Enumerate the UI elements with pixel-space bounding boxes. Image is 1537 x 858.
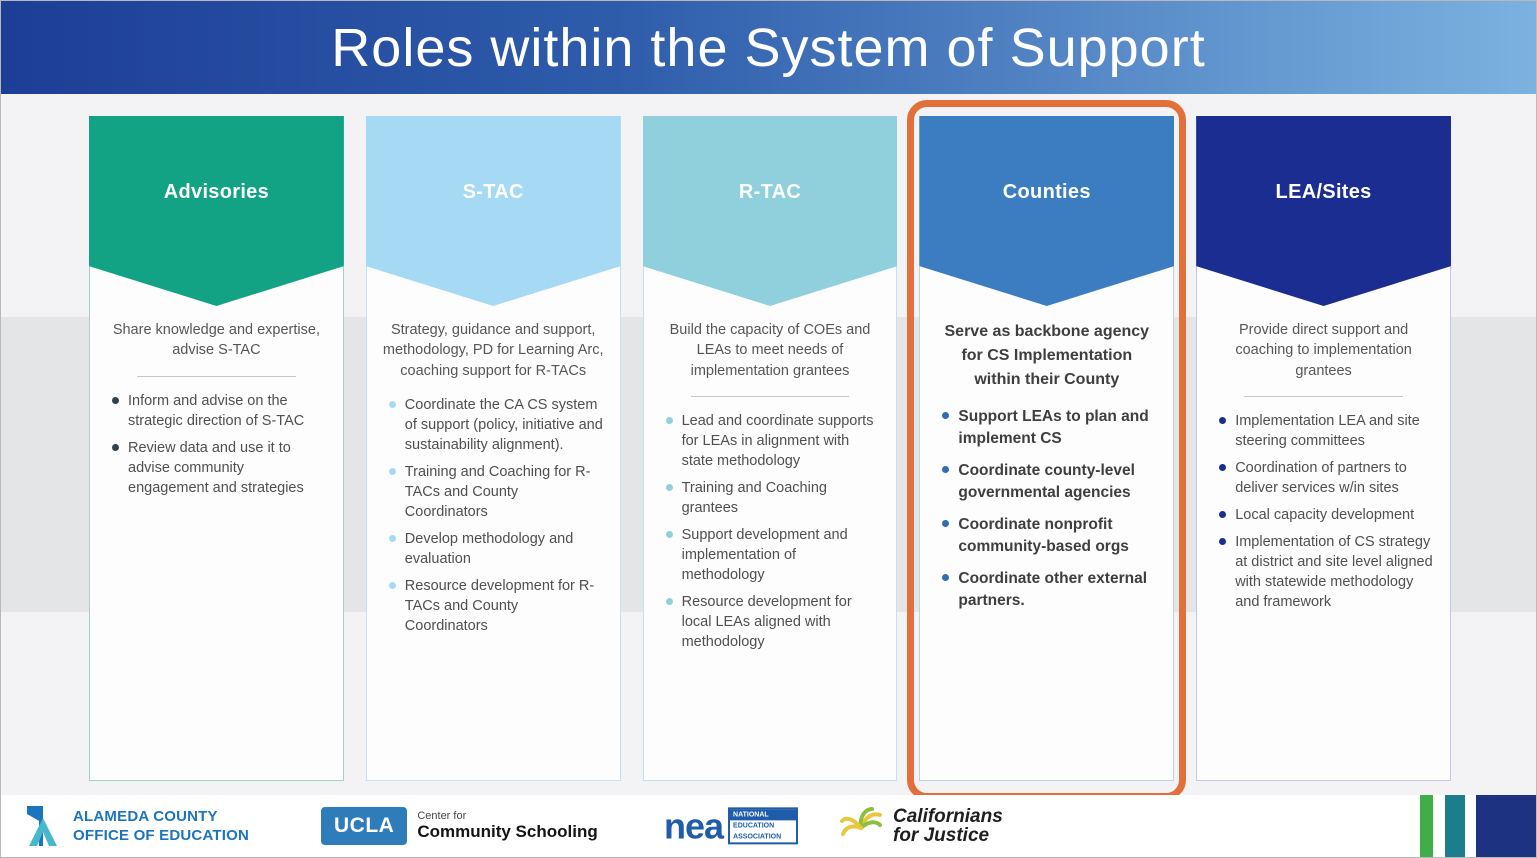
columns-container: Advisories Share knowledge and expertise… bbox=[89, 100, 1451, 800]
nea-box-line2: EDUCATION bbox=[733, 822, 775, 830]
column-title: R-TAC bbox=[738, 180, 802, 203]
column-description: Strategy, guidance and support, methodol… bbox=[382, 322, 604, 379]
bullet-item: Support LEAs to plan and implement CS bbox=[942, 406, 1157, 451]
ucla-center-for: Center for bbox=[417, 810, 467, 822]
cfj-line1: Californians bbox=[893, 806, 1003, 827]
bullet-item: Resource development for R-TACs and Coun… bbox=[388, 576, 604, 636]
column-title: LEA/Sites bbox=[1275, 180, 1372, 203]
alameda-line2: OFFICE OF EDUCATION bbox=[73, 827, 250, 844]
column-header-banner: LEA/Sites bbox=[1196, 116, 1451, 306]
footer: ALAMEDA COUNTY OFFICE OF EDUCATION UCLA … bbox=[1, 795, 1536, 857]
divider bbox=[1244, 395, 1404, 397]
column-s-tac: S-TAC Strategy, guidance and support, me… bbox=[365, 116, 621, 781]
bullet-item: Inform and advise on the strategic direc… bbox=[112, 391, 327, 431]
bullet-item: Training and Coaching for R-TACs and Cou… bbox=[388, 462, 604, 522]
green-bar bbox=[1420, 795, 1433, 857]
column-advisories: Advisories Share knowledge and expertise… bbox=[89, 116, 344, 781]
column-header-banner: Counties bbox=[919, 116, 1175, 306]
slide-title: Roles within the System of Support bbox=[331, 17, 1206, 78]
column-header-banner: S-TAC bbox=[365, 116, 621, 306]
ucla-community-schooling: Community Schooling bbox=[417, 822, 598, 841]
teal-bar bbox=[1445, 795, 1465, 857]
column-body: Build the capacity of COEs and LEAs to m… bbox=[644, 306, 897, 675]
cfj-logo-icon bbox=[840, 807, 882, 836]
bullet-list: Coordinate the CA CS system of support (… bbox=[383, 395, 604, 636]
column-description: Provide direct support and coaching to i… bbox=[1235, 322, 1412, 379]
alameda-logo-icon bbox=[27, 806, 57, 846]
bullet-item: Resource development for local LEAs alig… bbox=[665, 592, 881, 652]
cfj-logo-group: Californians for Justice bbox=[839, 806, 1003, 846]
nea-wordmark: nea bbox=[664, 805, 724, 846]
bullet-list: Support LEAs to plan and implement CS Coo… bbox=[936, 406, 1157, 613]
bullet-item: Coordination of partners to deliver serv… bbox=[1219, 458, 1434, 498]
column-description: Build the capacity of COEs and LEAs to m… bbox=[669, 322, 871, 379]
bullet-item: Local capacity development bbox=[1219, 505, 1434, 525]
column-header-banner: Advisories bbox=[89, 116, 344, 306]
alameda-logo-group: ALAMEDA COUNTY OFFICE OF EDUCATION bbox=[23, 802, 249, 850]
bullet-item: Support development and implementation o… bbox=[665, 525, 881, 585]
nea-box: NATIONAL EDUCATION ASSOCIATION bbox=[728, 807, 799, 845]
column-header-banner: R-TAC bbox=[642, 116, 898, 306]
column-r-tac: R-TAC Build the capacity of COEs and LEA… bbox=[642, 116, 898, 781]
bullet-list: Lead and coordinate supports for LEAs in… bbox=[660, 411, 881, 652]
column-title: S-TAC bbox=[462, 180, 524, 203]
column-description: Share knowledge and expertise, advise S-… bbox=[112, 322, 320, 359]
nea-logo-group: nea NATIONAL EDUCATION ASSOCIATION bbox=[664, 805, 799, 846]
column-body: Serve as backbone agency for CS Implemen… bbox=[920, 306, 1173, 638]
bullet-item: Lead and coordinate supports for LEAs in… bbox=[665, 411, 881, 471]
column-description: Serve as backbone agency for CS Implemen… bbox=[944, 323, 1150, 388]
divider bbox=[136, 375, 296, 377]
cfj-line2: for Justice bbox=[893, 825, 990, 846]
ucla-logo: UCLA bbox=[321, 807, 408, 845]
column-body: Strategy, guidance and support, methodol… bbox=[367, 306, 620, 659]
title-banner: Roles within the System of Support bbox=[1, 1, 1536, 94]
nea-box-line3: ASSOCIATION bbox=[733, 833, 782, 841]
bullet-item: Coordinate other external partners. bbox=[942, 568, 1157, 613]
nea-box-line1: NATIONAL bbox=[730, 809, 797, 821]
bullet-item: Review data and use it to advise communi… bbox=[112, 438, 327, 498]
bullet-item: Training and Coaching grantees bbox=[665, 478, 881, 518]
column-title: Advisories bbox=[163, 180, 270, 203]
bullet-item: Coordinate nonprofit community-based org… bbox=[942, 514, 1157, 559]
column-body: Share knowledge and expertise, advise S-… bbox=[90, 306, 343, 521]
column-lea-sites: LEA/Sites Provide direct support and coa… bbox=[1196, 116, 1451, 781]
bullet-item: Implementation LEA and site steering com… bbox=[1219, 411, 1434, 451]
bullet-item: Implementation of CS strategy at distric… bbox=[1219, 532, 1434, 612]
bullet-list: Implementation LEA and site steering com… bbox=[1213, 411, 1434, 612]
column-body: Provide direct support and coaching to i… bbox=[1197, 306, 1450, 635]
navy-bar bbox=[1476, 795, 1536, 857]
column-counties: Counties Serve as backbone agency for CS… bbox=[907, 100, 1186, 800]
divider bbox=[690, 395, 850, 397]
alameda-line1: ALAMEDA COUNTY bbox=[73, 807, 218, 825]
bullet-item: Develop methodology and evaluation bbox=[388, 529, 604, 569]
column-title: Counties bbox=[1002, 180, 1091, 203]
bullet-list: Inform and advise on the strategic direc… bbox=[106, 391, 327, 498]
bullet-item: Coordinate the CA CS system of support (… bbox=[388, 395, 604, 455]
bullet-item: Coordinate county-level governmental age… bbox=[942, 460, 1157, 505]
ucla-logo-group: UCLA Center for Community Schooling bbox=[321, 807, 598, 845]
